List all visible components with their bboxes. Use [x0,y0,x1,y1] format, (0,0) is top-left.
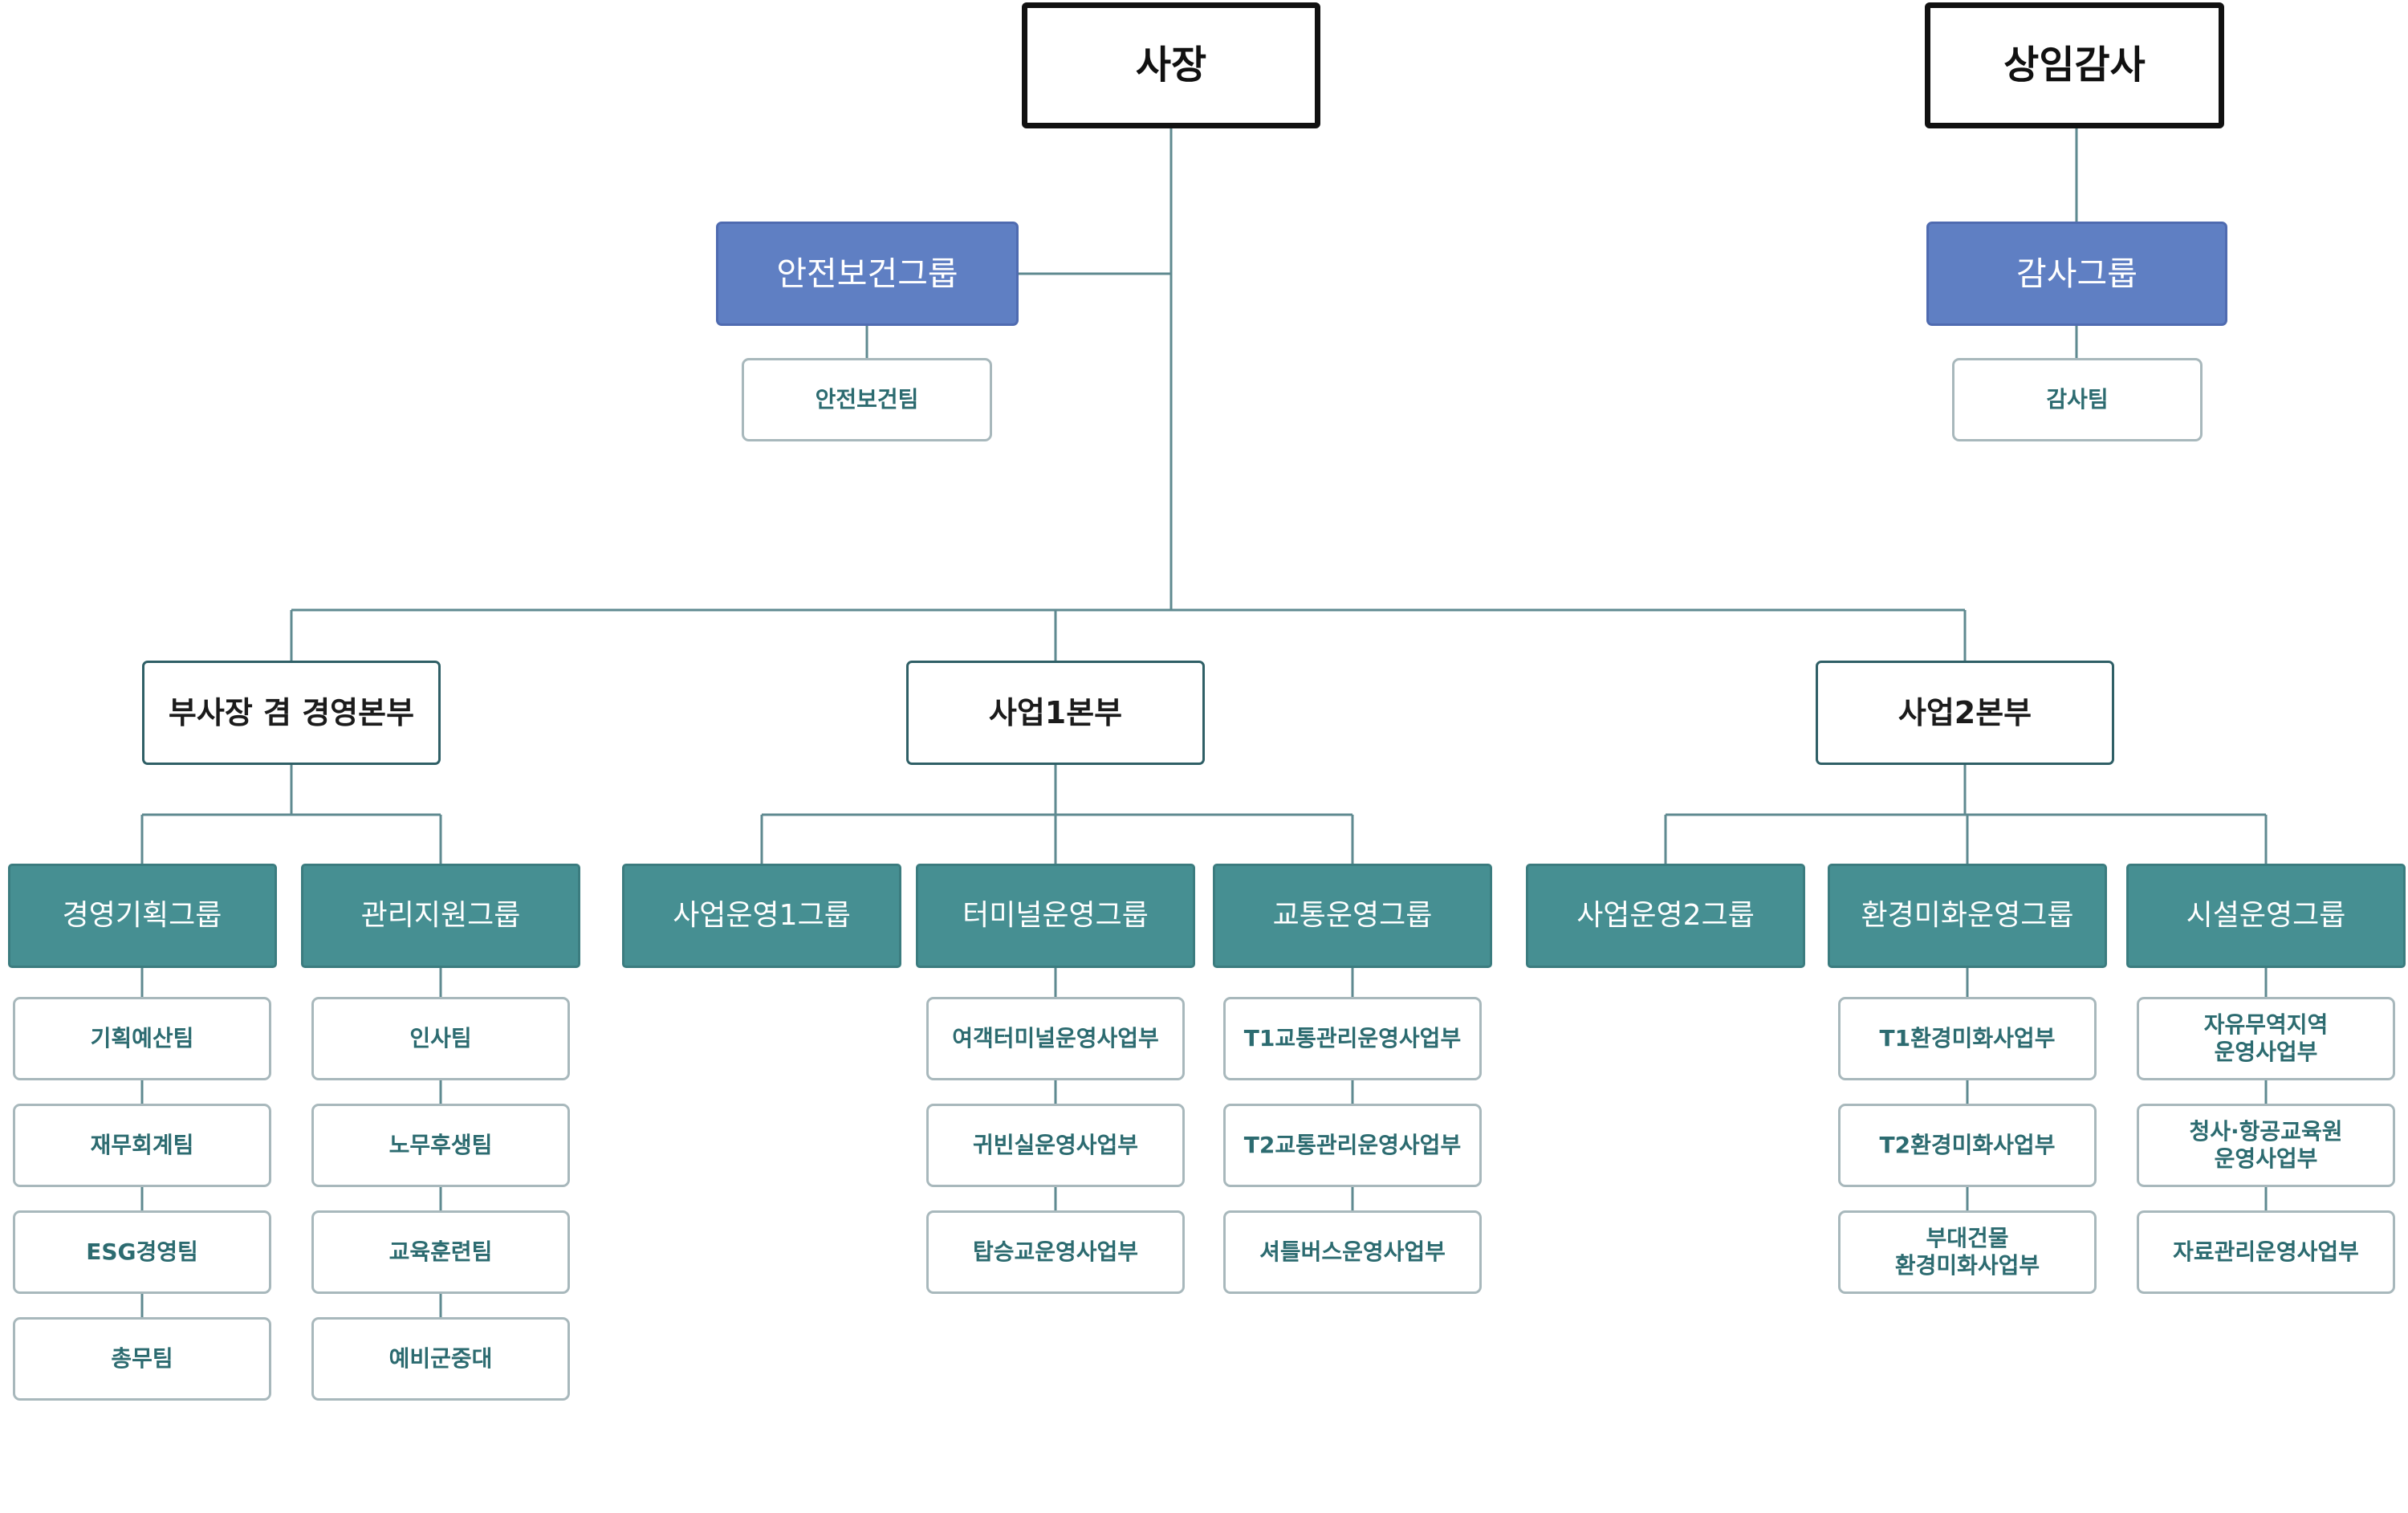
team-label: 탑승교운영사업부 [973,1238,1138,1266]
team-box: 노무후생팀 [311,1104,570,1187]
team-label-line: 총무팀 [111,1344,173,1372]
team-label: 여객터미널운영사업부 [952,1025,1159,1052]
team-box: 자료관리운영사업부 [2137,1210,2395,1294]
team-box: 총무팀 [13,1317,271,1401]
group-box: 교통운영그룹 [1213,864,1492,968]
team-box: T1환경미화사업부 [1838,997,2097,1080]
team-box: 예비군중대 [311,1317,570,1401]
team-label-line: T1교통관리운영사업부 [1243,1024,1462,1051]
team-box: 셔틀버스운영사업부 [1223,1210,1482,1294]
group-box: 사업운영2그룹 [1526,864,1805,968]
team-label-line: 환경미화사업부 [1894,1252,2040,1279]
division-box: 부사장 겸 경영본부 [142,661,441,765]
division-box: 사업1본부 [906,661,1205,765]
team-label-line: 자료관리운영사업부 [2173,1238,2359,1265]
team-label: 셔틀버스운영사업부 [1259,1238,1446,1266]
team-label-line: T2교통관리운영사업부 [1243,1131,1462,1158]
team-label-line: 운영사업부 [2214,1039,2318,1065]
team-label-line: 재무회계팀 [90,1131,194,1158]
team-label: 귀빈실운영사업부 [973,1132,1138,1159]
team-box: 교육훈련팀 [311,1210,570,1294]
safety-team-box: 안전보건팀 [742,358,992,441]
group-box: 경영기획그룹 [7,864,277,968]
ceo-box: 사장 [1022,2,1320,128]
team-box: T2교통관리운영사업부 [1223,1104,1482,1187]
team-box: 인사팀 [311,997,570,1080]
safety-group-box: 안전보건그룹 [716,222,1019,326]
group-box: 터미널운영그룹 [916,864,1195,968]
group-box: 시설운영그룹 [2126,864,2406,968]
team-box: 여객터미널운영사업부 [926,997,1185,1080]
team-label-line: 운영사업부 [2214,1145,2318,1172]
standing-auditor-box: 상임감사 [1925,2,2224,128]
group-box: 환경미화운영그룹 [1828,864,2107,968]
team-label-line: 노무후생팀 [388,1131,493,1158]
team-box: 기획예산팀 [13,997,271,1080]
group-box: 사업운영1그룹 [622,864,901,968]
team-label: T2교통관리운영사업부 [1244,1132,1461,1159]
team-label-line: 여객터미널운영사업부 [952,1024,1159,1051]
team-box: 탑승교운영사업부 [926,1210,1185,1294]
team-label: 예비군중대 [389,1345,493,1373]
team-box: 귀빈실운영사업부 [926,1104,1185,1187]
team-box: ESG경영팀 [13,1210,271,1294]
team-label: 총무팀 [111,1345,173,1373]
team-label-line: 기획예산팀 [90,1024,194,1051]
team-label-line: 셔틀버스운영사업부 [1259,1238,1446,1265]
team-label: 교육훈련팀 [389,1238,493,1266]
team-label-line: 교육훈련팀 [388,1238,493,1265]
team-label: ESG경영팀 [86,1238,198,1266]
team-box: T2환경미화사업부 [1838,1104,2097,1187]
team-label-line: 예비군중대 [388,1344,493,1372]
team-label-line: 부대건물 [1926,1224,2009,1251]
team-label-line: 청사·항공교육원 [2189,1117,2343,1145]
division-box: 사업2본부 [1816,661,2114,765]
team-label-line: 탑승교운영사업부 [972,1238,1139,1265]
team-label: T1환경미화사업부 [1880,1025,2056,1052]
group-box: 관리지원그룹 [301,864,580,968]
team-label-line: T2환경미화사업부 [1879,1131,2056,1158]
team-label: 자료관리운영사업부 [2173,1238,2359,1266]
audit-team-box: 감사팀 [1952,358,2203,441]
team-label: T1교통관리운영사업부 [1244,1025,1461,1052]
team-label-line: 귀빈실운영사업부 [972,1131,1139,1158]
team-box: T1교통관리운영사업부 [1223,997,1482,1080]
team-label: 기획예산팀 [91,1025,194,1052]
team-label-line: 자유무역지역 [2203,1011,2329,1038]
team-label-line: 인사팀 [409,1024,472,1051]
team-label-line: ESG경영팀 [86,1238,198,1265]
team-label-line: T1환경미화사업부 [1879,1024,2056,1051]
audit-group-box: 감사그룹 [1926,222,2227,326]
team-label: 인사팀 [409,1025,471,1052]
team-label: 노무후생팀 [389,1132,493,1159]
team-label: T2환경미화사업부 [1880,1132,2056,1159]
team-label: 재무회계팀 [91,1132,194,1159]
team-box: 재무회계팀 [13,1104,271,1187]
